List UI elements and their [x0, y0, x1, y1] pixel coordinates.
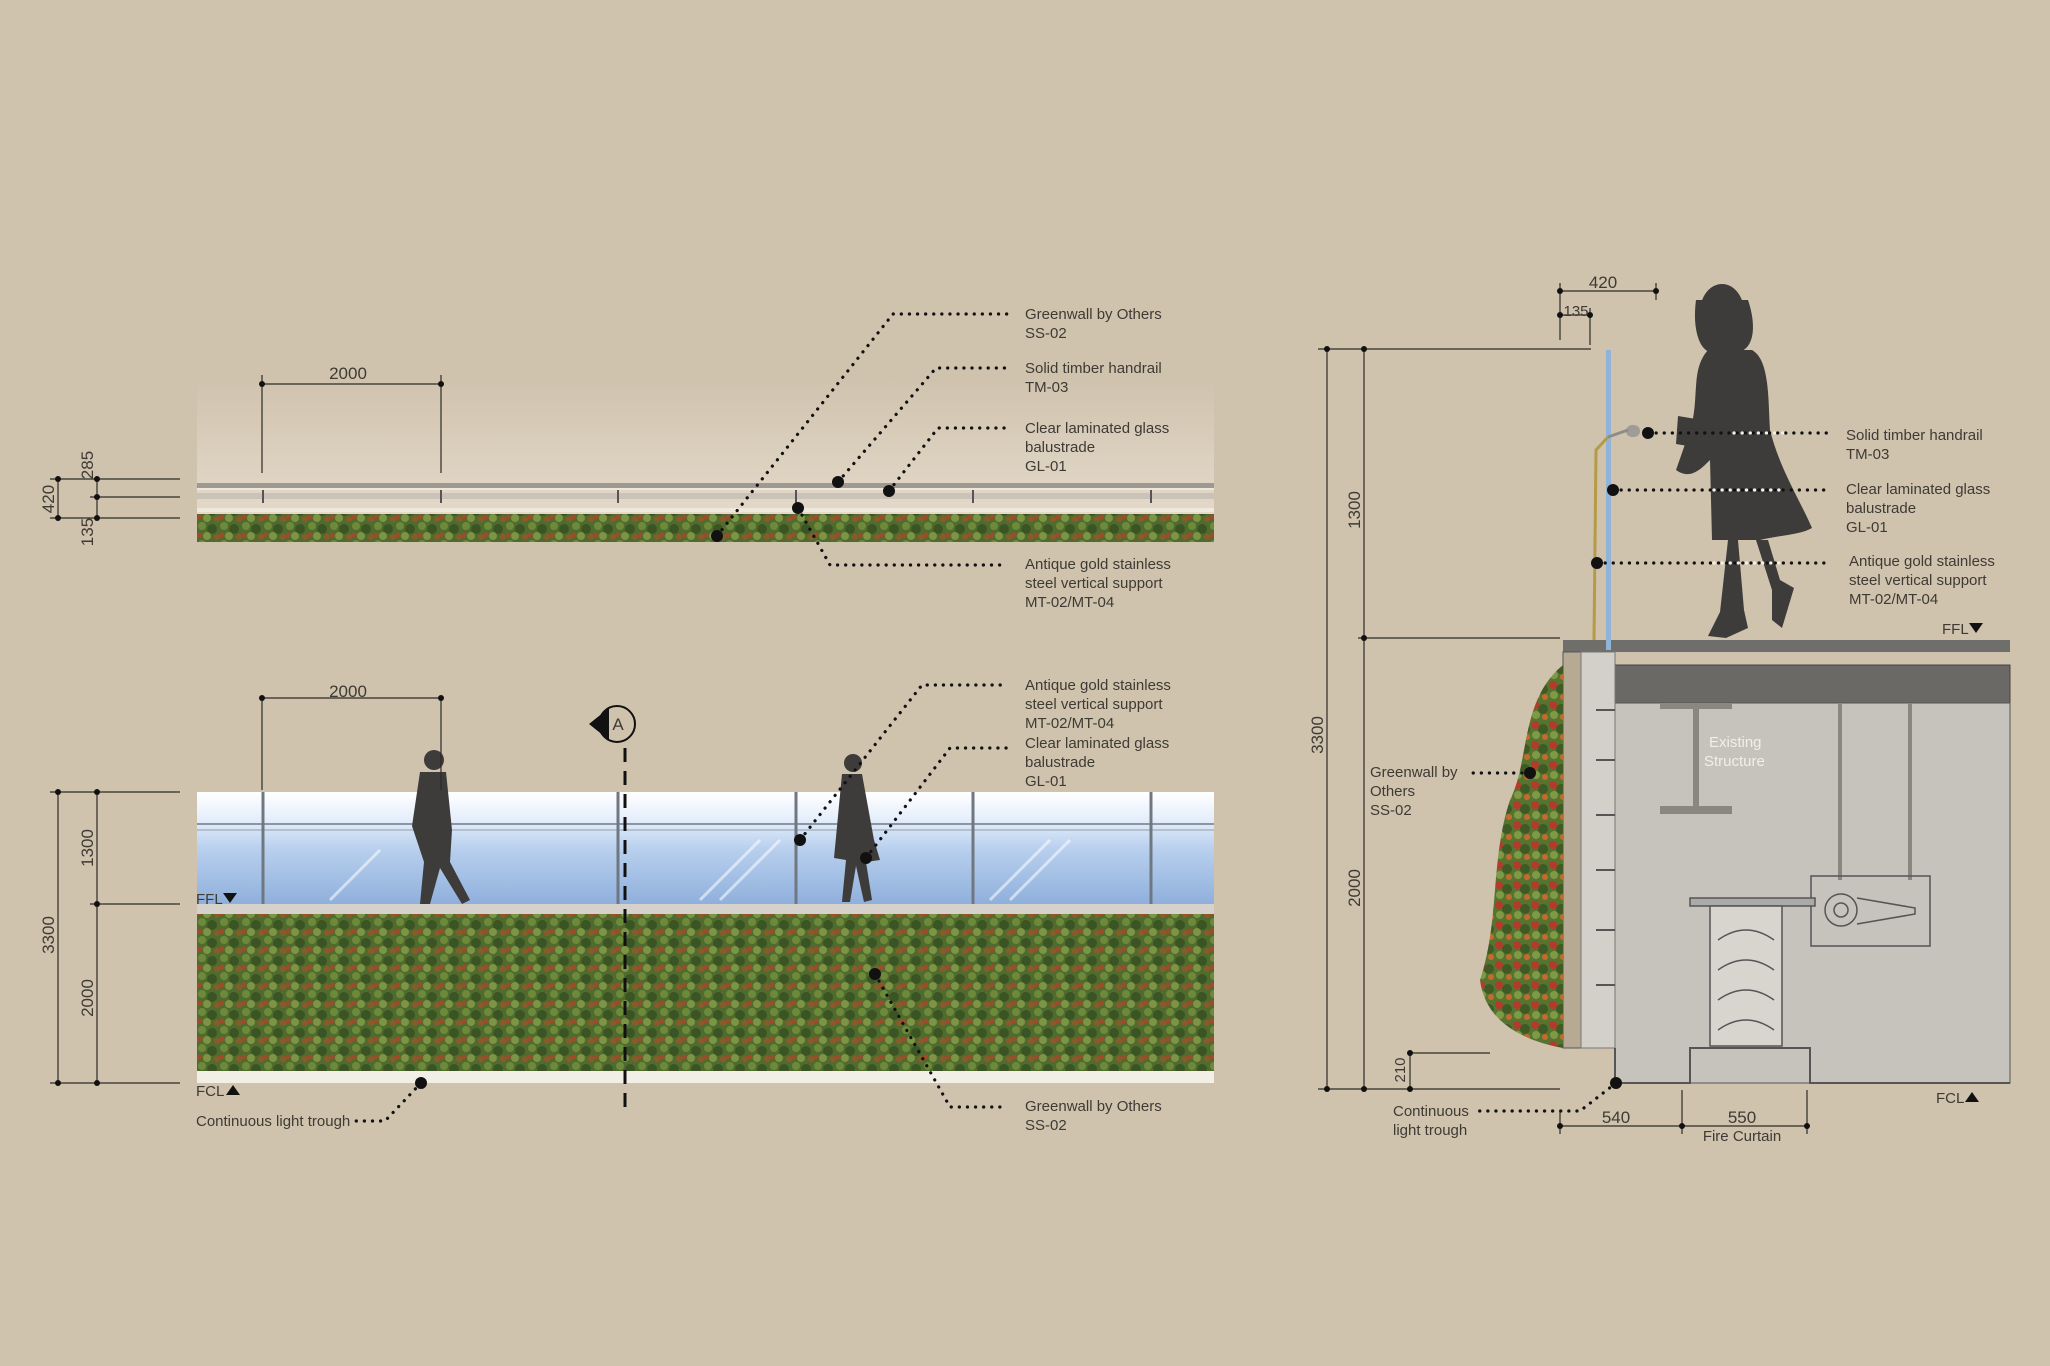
elevation-posts	[261, 792, 1153, 904]
plan-dim-420: 420	[39, 485, 58, 513]
section-dim-3300: 3300	[1308, 716, 1327, 754]
section-marker-label: A	[612, 715, 624, 734]
section-dim-210: 210	[1392, 1057, 1409, 1082]
section-dimension-top: 420 135	[1557, 273, 1659, 345]
glass-reflections	[328, 838, 1072, 902]
elevation-fcl-label: FCL	[196, 1083, 224, 1100]
section-cut-line: A	[589, 705, 636, 1115]
elevation-dim-3300: 3300	[39, 916, 58, 954]
section-dim-1300: 1300	[1345, 491, 1364, 529]
elevation-floor-slab	[197, 904, 1214, 914]
section-wall-panel	[1562, 651, 1582, 1049]
woman-silhouette	[834, 754, 880, 902]
svg-text:Structure: Structure	[1704, 753, 1765, 770]
man-silhouette	[412, 750, 470, 904]
section-woman-silhouette	[1676, 284, 1812, 638]
section-dim-135: 135	[1563, 303, 1588, 320]
section-dimension-bottom: 540 550 Fire Curtain	[1557, 1090, 1810, 1145]
plan-handrail-leader	[836, 366, 1009, 484]
section-light-trough-leader	[1473, 1081, 1618, 1113]
section-gold-support	[1592, 435, 1610, 641]
fire-curtain-label: Fire Curtain	[1703, 1128, 1781, 1145]
elevation-dimension-span: 2000	[259, 682, 444, 790]
elevation-dim-2000-span: 2000	[329, 682, 367, 701]
section-dim-420: 420	[1589, 273, 1617, 292]
section-ceiling-void	[1614, 702, 2011, 1084]
plan-dimension-depth: 420 285 135	[39, 451, 180, 546]
plan-dim-285: 285	[78, 451, 97, 479]
section-wall-fixings	[1596, 709, 1615, 986]
plan-dimension-span: 2000	[259, 364, 444, 473]
plan-greenwall	[197, 514, 1214, 542]
section-view: Existing Structure	[1308, 273, 2011, 1145]
ffl-down-marker-icon	[223, 893, 237, 903]
elevation-dim-2000: 2000	[78, 979, 97, 1017]
section-greenwall	[1480, 665, 1563, 1048]
elevation-dim-1300: 1300	[78, 829, 97, 867]
fan-unit	[1810, 875, 1931, 947]
elevation-view: A 2000 3300 1300 2000 FFL FCL Anti	[39, 677, 1214, 1134]
elevation-support-leader	[798, 683, 1009, 842]
plan-support-leader	[796, 506, 1009, 567]
elevation-glass-balustrade	[197, 792, 1214, 904]
section-structure-beam	[1614, 664, 2011, 704]
elevation-greenwall	[197, 914, 1214, 1071]
fire-curtain-box	[1689, 897, 1816, 1047]
section-ffl-marker-icon	[1969, 623, 1983, 633]
svg-text:Existing: Existing	[1709, 734, 1762, 751]
plan-glass-leader	[887, 426, 1009, 493]
section-floor-slab	[1563, 640, 2010, 652]
plan-post-ticks	[262, 490, 1152, 503]
section-dimension-heights: 3300 1300 2000 210	[1308, 346, 1591, 1092]
plan-handrail	[197, 483, 1214, 488]
elevation-light-trough	[197, 1071, 1214, 1083]
fcl-up-marker-icon	[226, 1085, 240, 1095]
section-dim-550: 550	[1728, 1108, 1756, 1127]
plan-greenwall-leader	[715, 312, 1009, 538]
steel-i-beam	[1660, 703, 1732, 814]
plan-dim-135: 135	[78, 518, 97, 546]
section-fcl-marker-icon	[1965, 1092, 1979, 1102]
section-ffl-label: FFL	[1942, 621, 1969, 638]
section-hangers	[1838, 703, 1912, 880]
elevation-ffl-label: FFL	[196, 891, 223, 908]
elevation-dimension-heights: 3300 1300 2000	[39, 789, 180, 1086]
section-dim-540: 540	[1602, 1108, 1630, 1127]
elevation-glass-leader	[864, 746, 1009, 860]
elevation-callout-light-trough: Continuous light trough	[196, 1113, 350, 1130]
section-glass-balustrade	[1606, 350, 1611, 650]
existing-structure-label: Existing Structure	[1704, 734, 1765, 770]
section-handrail	[1626, 425, 1640, 437]
elevation-light-trough-leader	[354, 1081, 423, 1123]
section-fcl-label: FCL	[1936, 1090, 1964, 1107]
section-dim-2000: 2000	[1345, 869, 1364, 907]
elevation-greenwall-leader	[873, 972, 1009, 1109]
plan-dim-2000: 2000	[329, 364, 367, 383]
plan-glass-balustrade	[197, 493, 1214, 499]
